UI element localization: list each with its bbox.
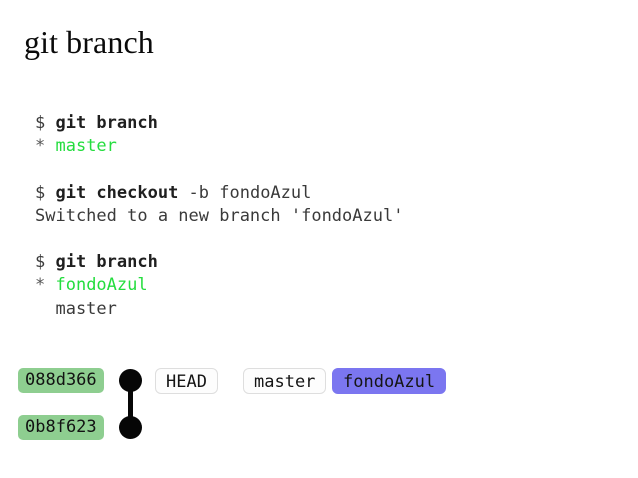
commit-dot[interactable]	[119, 369, 142, 392]
terminal-token-plain: Switched to a new branch 'fondoAzul'	[35, 205, 404, 226]
terminal-token-cmd: git checkout	[55, 182, 179, 203]
terminal-token-star: *	[35, 136, 56, 157]
terminal-line: * master	[35, 135, 595, 158]
terminal-token-plain: master	[35, 298, 117, 319]
terminal-line: * fondoAzul	[35, 274, 595, 297]
commit-hash-badge[interactable]: 0b8f623	[18, 415, 104, 440]
terminal-line: $ git branch	[35, 251, 595, 274]
terminal-blank-line	[35, 158, 595, 181]
commit-dot[interactable]	[119, 416, 142, 439]
terminal-token-green: master	[55, 136, 117, 157]
terminal-line: $ git branch	[35, 112, 595, 135]
terminal-line: Switched to a new branch 'fondoAzul'	[35, 205, 595, 228]
terminal-transcript: $ git branch* master $ git checkout -b f…	[35, 112, 595, 321]
terminal-token-prompt: $	[35, 252, 56, 273]
terminal-token-cmd: git branch	[55, 252, 158, 273]
commit-graph: 088d366 0b8f623 HEAD master fondoAzul	[0, 355, 638, 465]
terminal-token-green: fondoAzul	[55, 275, 148, 296]
terminal-token-star: *	[35, 275, 56, 296]
ref-head[interactable]: HEAD	[155, 368, 218, 394]
ref-master[interactable]: master	[243, 368, 327, 394]
terminal-token-plain: -b fondoAzul	[178, 182, 312, 203]
terminal-blank-line	[35, 228, 595, 251]
terminal-line: $ git checkout -b fondoAzul	[35, 182, 595, 205]
page-title: git branch	[24, 24, 154, 60]
terminal-line: master	[35, 298, 595, 321]
terminal-token-prompt: $	[35, 182, 56, 203]
commit-hash-badge[interactable]: 088d366	[18, 368, 104, 393]
terminal-token-cmd: git branch	[55, 113, 158, 133]
terminal-token-prompt: $	[35, 113, 56, 133]
commit-edge-line	[128, 389, 133, 421]
ref-fondoazul[interactable]: fondoAzul	[332, 368, 447, 394]
